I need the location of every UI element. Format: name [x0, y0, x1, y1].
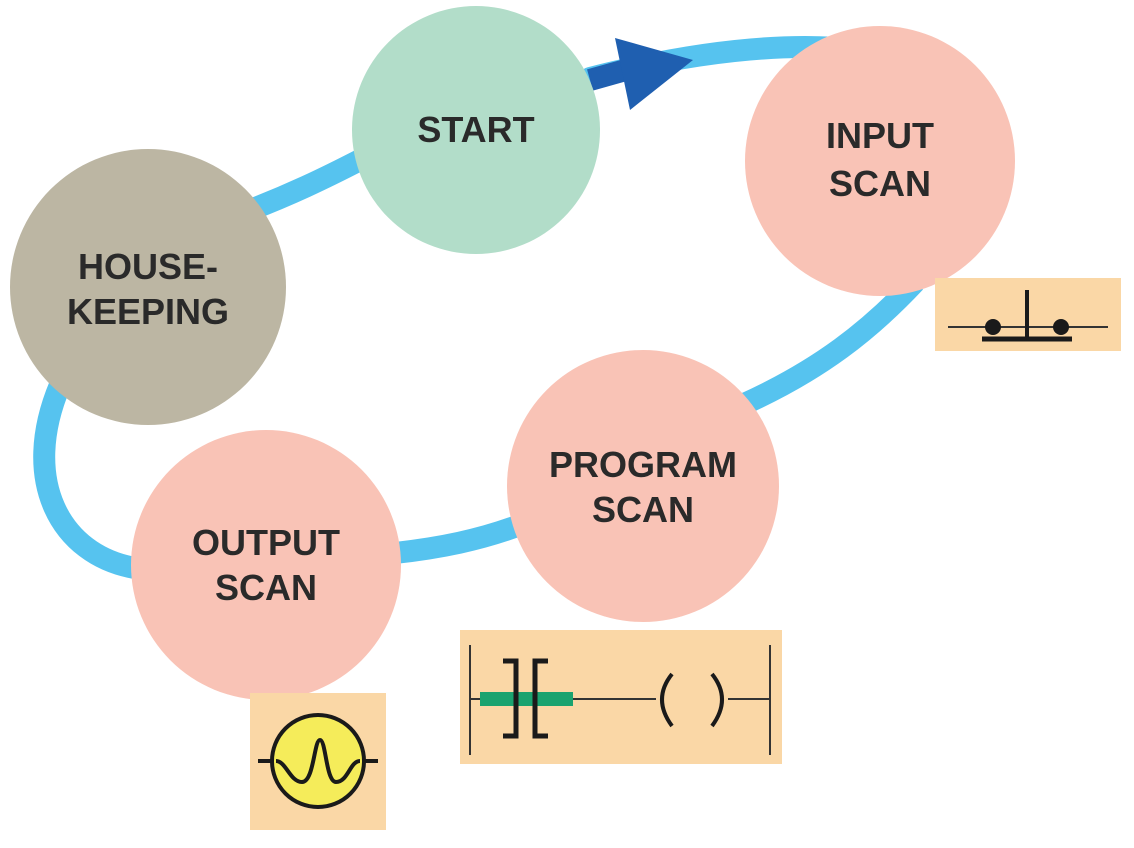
node-input-circle [745, 26, 1015, 296]
node-housekeeping: HOUSE- KEEPING [10, 149, 286, 425]
loop-segment-output-to-housekeeping [33, 380, 138, 579]
coil-left [660, 672, 674, 728]
loop-segment-program-to-output [393, 514, 524, 564]
node-program-label-line1: PROGRAM [549, 444, 737, 485]
node-housekeeping-label-line1: HOUSE- [78, 246, 218, 287]
node-input-label-line2: SCAN [829, 163, 931, 204]
contact-right-bracket [532, 658, 548, 739]
node-start-label: START [417, 109, 534, 150]
contact-left-bracket [503, 658, 519, 739]
node-program-circle [507, 350, 779, 622]
node-housekeeping-label-line2: KEEPING [67, 291, 229, 332]
lamp-filament [275, 737, 361, 785]
arrow-head [615, 38, 693, 110]
ladder-rung-icon [460, 630, 782, 764]
pushbutton-icon [935, 278, 1121, 351]
loop-segment-housekeeping-to-start [241, 150, 366, 223]
lamp-icon [250, 693, 386, 830]
loop-segment-input-to-program [737, 274, 924, 416]
node-output-label-line1: OUTPUT [192, 522, 340, 563]
node-input-label-line1: INPUT [826, 115, 934, 156]
node-output-label-line2: SCAN [215, 567, 317, 608]
direction-arrow [587, 38, 693, 110]
coil-right [710, 672, 724, 728]
node-program-label-line2: SCAN [592, 489, 694, 530]
node-program-scan: PROGRAM SCAN [507, 350, 779, 622]
node-housekeeping-circle [10, 149, 286, 425]
node-output-circle [131, 430, 401, 700]
active-power-flow [480, 692, 573, 706]
node-start: START [352, 6, 600, 254]
node-start-circle [352, 6, 600, 254]
node-output-scan: OUTPUT SCAN [131, 430, 401, 700]
node-input-scan: INPUT SCAN [745, 26, 1015, 296]
